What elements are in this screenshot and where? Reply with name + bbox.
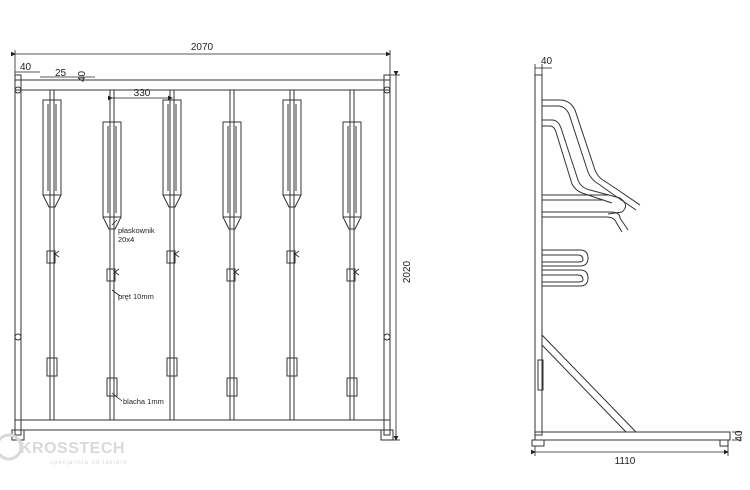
side-foot-left <box>531 439 545 447</box>
clamp-hook <box>174 250 180 258</box>
wheel-holder <box>342 121 362 218</box>
wheel-holder-tip <box>102 216 122 230</box>
base-plate <box>346 377 358 397</box>
holder-loop-3 <box>542 119 621 199</box>
right-frame-post <box>383 74 391 436</box>
wheel-holder-tip <box>282 194 302 208</box>
base-plate <box>286 357 298 377</box>
holder-loop-outer <box>542 99 619 191</box>
clamp-bracket <box>226 268 236 282</box>
brace-outer <box>541 334 637 433</box>
wheel-holder <box>222 121 242 218</box>
side-base <box>534 431 731 441</box>
bottom-rail <box>14 419 391 431</box>
wheel-holder <box>162 99 182 196</box>
base-height-label: 40 <box>734 430 745 442</box>
holder-end-3 <box>607 197 626 215</box>
top-rail <box>14 79 391 91</box>
right-foot <box>380 429 394 441</box>
lower-holder-loop-4 <box>542 274 584 283</box>
lower-holder-loop-2 <box>542 254 584 263</box>
right-top-bolt <box>383 86 391 94</box>
clamp-bracket <box>106 268 116 282</box>
front-dimensions <box>11 50 400 441</box>
lower-holder-loop-1 <box>542 249 589 267</box>
clamp-hook <box>114 268 120 276</box>
watermark-brand: KROSSTECH <box>20 440 125 457</box>
watermark-slogan: specjalista od lakieru <box>50 460 128 466</box>
sheet-note: blacha 1mm <box>123 397 164 406</box>
wheel-holder <box>102 121 122 218</box>
side-foot-right <box>719 439 729 447</box>
side-view <box>531 74 731 447</box>
depth-label: 1110 <box>615 456 636 467</box>
clamp-hook <box>54 250 60 258</box>
height-label: 2020 <box>402 260 413 283</box>
holder-end-1 <box>617 189 641 206</box>
clamp-hook <box>354 268 360 276</box>
holder-bar-4 <box>542 216 623 233</box>
wheel-holder <box>282 99 302 196</box>
right-bolt <box>383 333 391 341</box>
watermark-logo: KROSSTECH specjalista od lakieru <box>0 433 128 466</box>
base-plate <box>46 357 58 377</box>
side-top-label: 40 <box>541 56 553 67</box>
clamp-bracket <box>286 250 296 264</box>
brace-plate <box>537 359 544 391</box>
base-plate <box>166 357 178 377</box>
clamp-hook <box>294 250 300 258</box>
clamp-bracket <box>346 268 356 282</box>
front-view <box>11 74 394 441</box>
rod-note: pręt 10mm <box>118 292 154 301</box>
total-width-label: 2070 <box>191 42 214 53</box>
rod-group <box>42 90 362 420</box>
flat-bar-note-line1: płaskownik <box>118 226 155 235</box>
lower-holder-loop-3 <box>542 269 589 287</box>
left-top-bolt <box>14 86 22 94</box>
clamp-hook <box>234 268 240 276</box>
base-plate <box>106 377 118 397</box>
left-offset-label: 40 <box>20 62 32 73</box>
side-dimensions <box>531 64 742 456</box>
left-bolt <box>14 333 22 341</box>
wheel-holder-tip <box>42 194 62 208</box>
holder-loop-2 <box>542 105 615 196</box>
post-width-label: 40 <box>77 70 88 82</box>
flat-bar-leader <box>111 219 118 226</box>
clamp-bracket <box>46 250 56 264</box>
spacing-label: 330 <box>134 88 151 99</box>
holder-loop-4 <box>542 125 613 204</box>
flat-bar-note-line2: 20x4 <box>118 235 134 244</box>
watermark-circle-icon <box>0 433 23 461</box>
wheel-holder <box>42 99 62 196</box>
base-plate <box>226 377 238 397</box>
brace-inner <box>541 344 627 433</box>
wheel-holder-tip <box>342 216 362 230</box>
sheet-leader <box>111 392 123 402</box>
wheel-holder-tip <box>162 194 182 208</box>
wheel-holder-tip <box>222 216 242 230</box>
post-offset-label: 25 <box>55 68 67 79</box>
rod-leader <box>111 289 121 297</box>
left-frame-post <box>14 74 22 436</box>
clamp-bracket <box>166 250 176 264</box>
holder-bar-3 <box>542 211 629 231</box>
